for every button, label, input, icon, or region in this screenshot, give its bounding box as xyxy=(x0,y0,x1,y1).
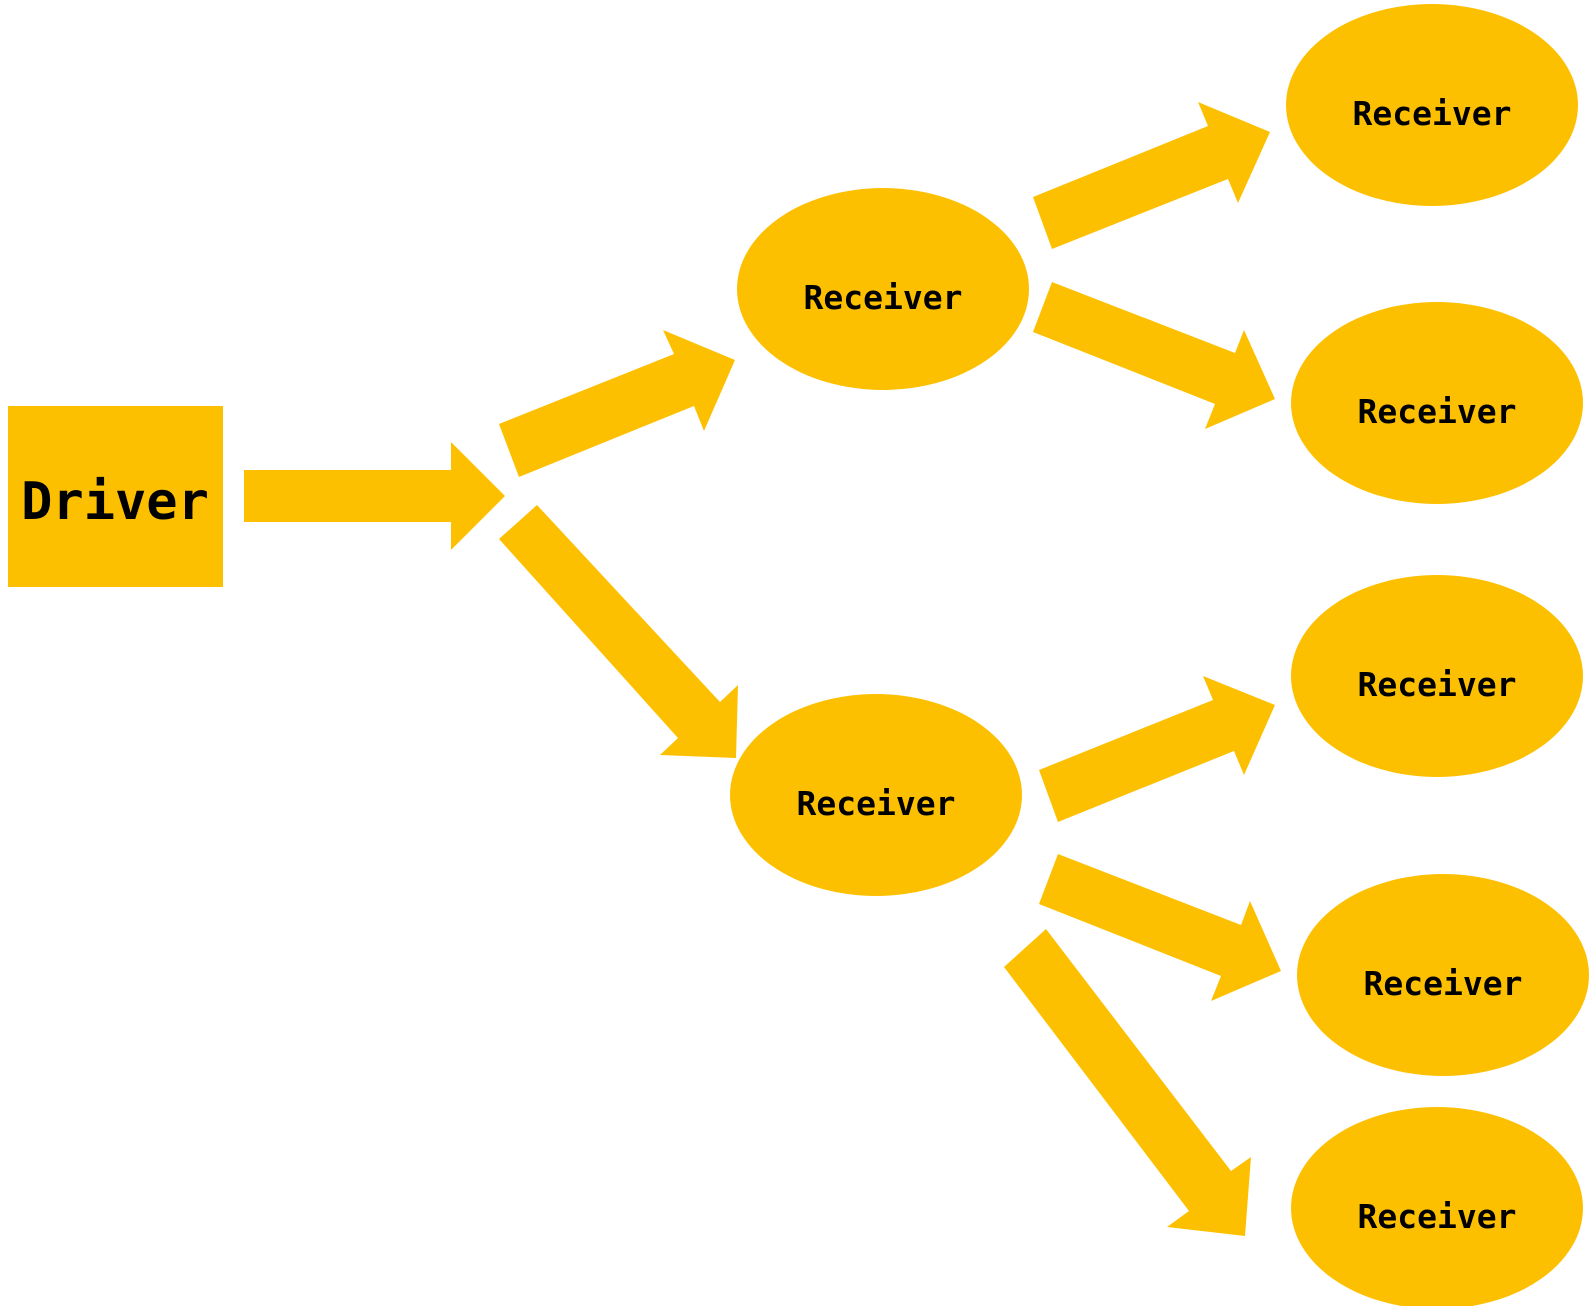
arrow-to-receiver-r1 xyxy=(499,330,735,477)
driver-label: Driver xyxy=(21,472,209,532)
arrow-to-receiver-r2b xyxy=(1039,854,1281,1001)
arrow-driver-out xyxy=(244,442,505,550)
receiver-ellipse xyxy=(730,694,1022,896)
arrows xyxy=(244,102,1281,1236)
receiver-label: Receiver xyxy=(1358,665,1517,704)
receiver-label: Receiver xyxy=(1353,94,1512,133)
receiver-ellipse xyxy=(1291,575,1583,777)
driver-node: Driver xyxy=(8,406,223,587)
arrow-to-receiver-r2c xyxy=(1004,929,1251,1236)
receiver-label: Receiver xyxy=(1358,1197,1517,1236)
arrow-to-receiver-r2a xyxy=(1039,676,1275,822)
receiver-node-r1a: Receiver xyxy=(1286,4,1578,206)
receiver-ellipse xyxy=(1291,302,1583,504)
receiver-node-r2: Receiver xyxy=(730,694,1022,896)
receiver-node-r1b: Receiver xyxy=(1291,302,1583,504)
receiver-label: Receiver xyxy=(1358,392,1517,431)
arrow-to-receiver-r1b xyxy=(1033,282,1275,429)
receiver-label: Receiver xyxy=(1364,964,1523,1003)
receiver-label: Receiver xyxy=(804,278,963,317)
receiver-node-r2b: Receiver xyxy=(1297,874,1589,1076)
receiver-ellipse xyxy=(737,188,1029,390)
receiver-node-r2c: Receiver xyxy=(1291,1107,1583,1306)
arrow-to-receiver-r1a xyxy=(1033,102,1270,249)
receiver-ellipse xyxy=(1291,1107,1583,1306)
driver-box xyxy=(8,406,223,587)
receiver-node-r1: Receiver xyxy=(737,188,1029,390)
receiver-ellipse xyxy=(1297,874,1589,1076)
receiver-ellipse xyxy=(1286,4,1578,206)
arrow-to-receiver-r2 xyxy=(499,505,738,758)
receiver-label: Receiver xyxy=(797,784,956,823)
receiver-node-r2a: Receiver xyxy=(1291,575,1583,777)
